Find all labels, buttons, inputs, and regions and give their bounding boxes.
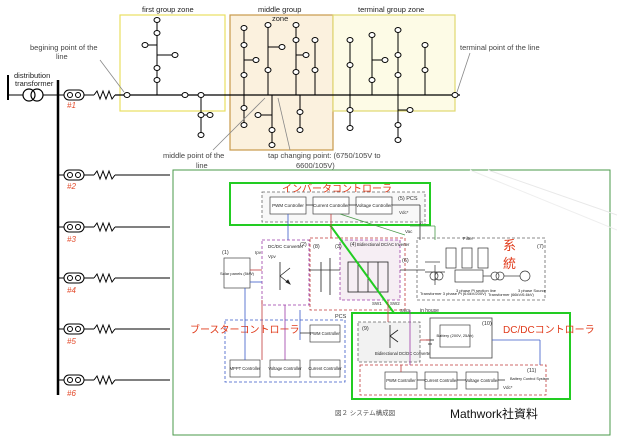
middle-label-1: middle point of the [163, 151, 224, 160]
dcdc-controller-label: DC/DCコントローラ [503, 324, 595, 336]
pwm-controller-mid-label: PWM Controller [310, 331, 340, 336]
block-num-6: (6) [402, 258, 409, 264]
middle-pointer [212, 97, 266, 151]
voltage-controller-mid-label: Voltage Controller [268, 366, 302, 371]
middle-group-zone [229, 14, 334, 151]
section-line-label: 3 phase Pi section line [456, 288, 497, 293]
source-note: Mathwork社資料 [450, 406, 538, 421]
block-num-10: (10) [482, 321, 492, 327]
block-num-3: (3) [335, 244, 342, 250]
dcdc-converter-label: DC/DC Converter [268, 244, 304, 249]
transformer-icon [22, 88, 44, 102]
tap-pointer [277, 97, 291, 151]
solar-panel-block [223, 257, 251, 289]
voltage-controller-bottom [465, 371, 499, 390]
transformer2-label: Transformer (66kV/6.6kV) [488, 292, 535, 297]
feeder-2 [58, 169, 170, 181]
battery-block [439, 324, 471, 348]
feeder-label-6: #6 [67, 389, 76, 398]
block-num-8: (8) [313, 244, 320, 250]
zone-middle-label-2: zone [272, 14, 288, 23]
block-num-5: (5) PCS [398, 196, 418, 202]
pwm-controller-top-label: PWM Controller [272, 203, 304, 208]
middle-label-2: line [196, 161, 208, 170]
tap-label-1: tap changing point: (6750/105V to [268, 151, 381, 160]
block-num-11: (11) [527, 368, 537, 374]
feeder-label-2: #2 [67, 182, 76, 191]
voltage-controller-top [355, 196, 393, 215]
signal-wiring [244, 204, 541, 381]
block-num-9: (9) [362, 326, 369, 332]
grid-label-1: 系 [503, 238, 516, 253]
grid-label-2: 統 [503, 256, 516, 271]
transformer-label-2: transformer [15, 79, 54, 88]
feeder-1 [58, 89, 460, 101]
block-num-4: (4) [350, 242, 356, 248]
feeder-label-3: #3 [67, 235, 76, 244]
feeder-3 [58, 221, 170, 233]
solar-panel-label: Solar panels (5kW) [220, 271, 255, 276]
vpv-label: Vpv [268, 254, 277, 259]
current-controller-top-label: Current Controller [313, 203, 349, 208]
transformer-label-1: distribution [14, 71, 50, 80]
highlight-connector [329, 224, 395, 314]
vdc-label-bottom: Vdc* [503, 385, 513, 390]
terminal-pointer [456, 52, 471, 93]
zone-first-label: first group zone [142, 5, 194, 14]
feeder-5 [58, 323, 170, 335]
transformer1-label: Transformer 3 phase Pi (6.6kV/200V) [420, 291, 487, 296]
dcdc-switch-icon [389, 325, 399, 348]
figure-caption: 図２ システム構成図 [335, 408, 395, 417]
boost-switch-icon [279, 262, 291, 290]
ipv-label: Ipv [255, 250, 262, 255]
block-num-2: (2) [300, 242, 307, 248]
feeder-label-5: #5 [67, 337, 76, 346]
filter-label: Filter [463, 236, 474, 241]
dcdc-converter-group [261, 239, 310, 306]
tap-label-2: 6600/105V) [296, 161, 335, 170]
pcs-label: PCS [335, 314, 347, 320]
begin-label-2: line [56, 52, 68, 61]
inverter-block-label: Bidirectional DC/AC Inverter [357, 242, 410, 247]
feeder-4 [58, 272, 170, 284]
node-markers [123, 17, 459, 148]
zone-terminal-label: terminal group zone [358, 5, 424, 14]
zone-middle-label-1: middle group [258, 5, 301, 14]
bidirectional-dcdc-label: Bidirectional DC/DC Converter [375, 351, 432, 356]
voltage-controller-top-label: Voltage Controller [356, 203, 392, 208]
begin-label-1: begining point of the [30, 43, 98, 52]
mppt-controller-label: MPPT Controller [230, 366, 261, 371]
battery-label: Battery (200V, 25Ah) [437, 333, 475, 338]
block-num-1: (1) [222, 250, 229, 256]
feeder-label-1: #1 [67, 101, 76, 110]
terminal-label: terminal point of the line [460, 43, 540, 52]
first-group-zone [119, 14, 226, 112]
pwm-controller-bottom-label: PWM Controller [386, 378, 416, 383]
feeder-label-4: #4 [67, 286, 76, 295]
block-num-7: (7) [537, 244, 544, 250]
inverter-controller-label: インバータコントローラ [282, 183, 392, 195]
current-controller-bottom-label: Current Controller [424, 378, 458, 383]
begin-pointer [99, 59, 125, 93]
voltage-controller-bottom-label: Voltage Controller [465, 378, 499, 383]
battery-control-label: Battery Control System [510, 377, 549, 381]
vdc-label-top: Vdc* [399, 210, 409, 215]
sw3-label: SW3 [400, 308, 410, 313]
pcs-group [309, 237, 406, 311]
current-controller-bottom [424, 371, 458, 390]
in-house-label: in house [420, 308, 439, 314]
pwm-controller-mid [309, 324, 341, 343]
source-label: 3 phase Source [518, 288, 547, 293]
current-controller-mid [309, 359, 341, 378]
grid-components [429, 269, 531, 283]
feeder-6 [58, 374, 170, 386]
inverter-block [339, 239, 401, 301]
sw2-label: SW2 [390, 301, 400, 306]
current-controller-mid-label: Current Controller [308, 366, 342, 371]
dcdc-highlight [351, 312, 571, 400]
vac-label: Vac [405, 229, 413, 234]
sw1-label: SW1 [372, 301, 382, 306]
